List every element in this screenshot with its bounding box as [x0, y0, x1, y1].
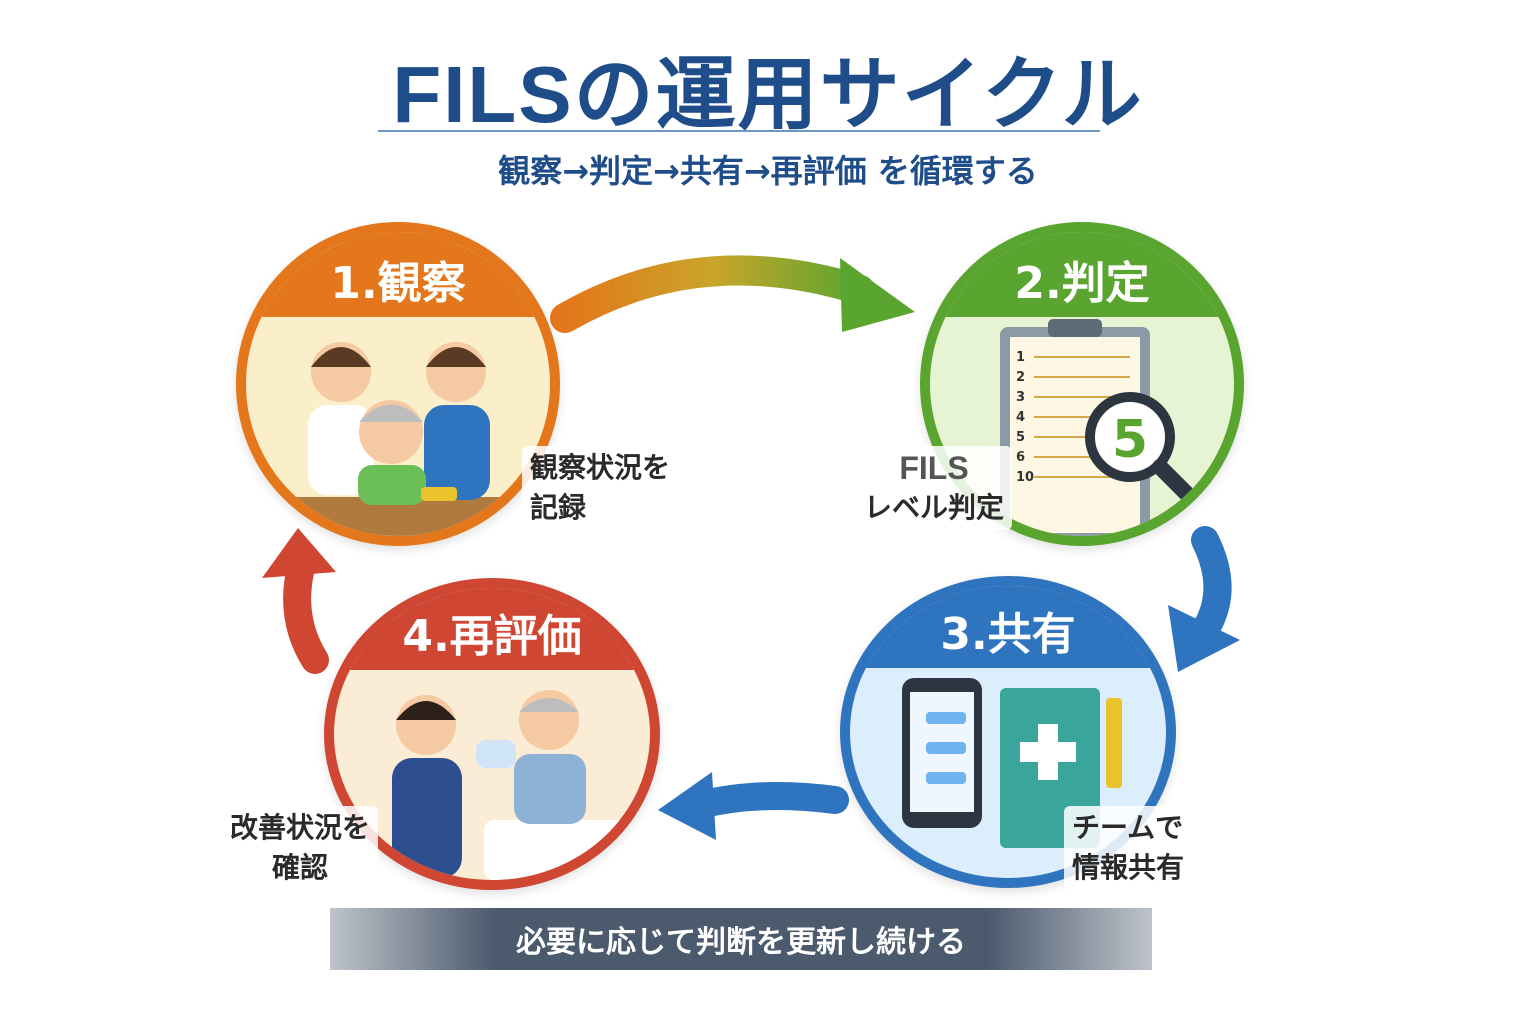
checklist-number: 3	[1016, 390, 1025, 405]
level-badge: 5	[1112, 410, 1148, 470]
stage-share: 3.共有	[840, 576, 1176, 888]
stage-observe-illustration	[246, 317, 550, 536]
checklist-number: 6	[1016, 450, 1025, 465]
stage-share-label: 3.共有	[940, 608, 1076, 660]
stage-reevaluate-illustration	[334, 670, 650, 880]
stage-judge-header: 2.判定	[930, 232, 1234, 318]
stage-reevaluate-header: 4.再評価	[334, 588, 650, 670]
smartphone-and-record-icon	[902, 677, 1122, 848]
footer-text: 必要に応じて判断を更新し続ける	[516, 925, 966, 960]
page-title: FILSの運用サイクル	[392, 50, 1144, 139]
checklist-number: 2	[1016, 370, 1025, 385]
stage-observe: 1.観察	[236, 222, 560, 546]
stage-judge-caption: FILS レベル判定	[856, 446, 1013, 530]
clipboard-icon: 1 2 3 4 5 6 10 5	[1000, 319, 1206, 536]
checklist-number: 1	[1016, 350, 1025, 365]
stage-share-caption: チームで 情報共有	[1064, 806, 1193, 890]
stage-judge-label: 2.判定	[1014, 258, 1150, 310]
stage-share-illustration	[850, 668, 1166, 878]
footer-banner: 必要に応じて判断を更新し続ける	[330, 908, 1152, 970]
checklist-number: 4	[1016, 410, 1025, 425]
nurse-and-patient-icon	[392, 689, 644, 880]
stage-observe-header: 1.観察	[246, 232, 550, 318]
checklist-number: 10	[1016, 470, 1034, 485]
stage-observe-label: 1.観察	[330, 258, 466, 310]
caregivers-icon	[246, 342, 550, 536]
stage-judge: 2.判定 1 2 3 4 5 6 10 5	[920, 222, 1244, 546]
stage-share-header: 3.共有	[850, 586, 1166, 668]
stage-observe-caption: 観察状況を 記録	[522, 446, 679, 530]
checklist-number: 5	[1016, 430, 1025, 445]
stage-reevaluate: 4.再評価	[324, 578, 660, 890]
stage-reevaluate-caption: 改善状況を 確認	[222, 806, 379, 890]
stage-judge-illustration: 1 2 3 4 5 6 10 5	[930, 317, 1234, 536]
stage-reevaluate-label: 4.再評価	[402, 610, 582, 662]
title-divider	[378, 130, 1100, 132]
page-subtitle: 観察→判定→共有→再評価 を循環する	[498, 152, 1038, 190]
